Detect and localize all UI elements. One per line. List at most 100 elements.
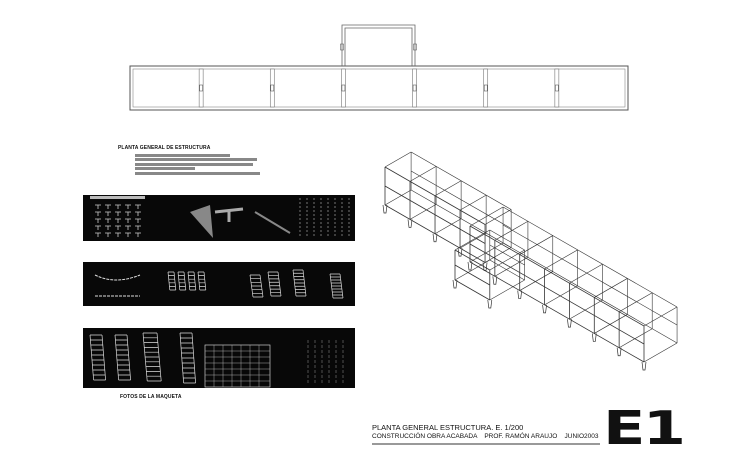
axo-connector-member [454, 279, 490, 301]
axo-upper-block-column-base [432, 233, 438, 243]
axo-connector-member [454, 249, 490, 271]
axo-upper-block-member [409, 166, 437, 182]
plan-title: PLANTA GENERAL DE ESTRUCTURA [118, 145, 211, 151]
axo-lower-block-column-base [641, 361, 647, 371]
plan-column [341, 84, 346, 92]
plan-notes [135, 152, 260, 176]
axo-lower-block-member [519, 271, 553, 291]
plan-frame-line [341, 68, 346, 108]
axo-connector-member [489, 279, 525, 301]
model-t-piece [125, 232, 131, 237]
model-t-piece [105, 218, 111, 223]
model-t-piece [135, 218, 141, 223]
title-block-line-2: CONSTRUCCIÓN OBRA ACABADA PROF. RAMÓN AR… [372, 433, 599, 440]
model-t-piece [115, 211, 121, 216]
model-frame-photo [329, 273, 344, 299]
title-block-line-3 [372, 443, 600, 445]
axo-lower-block-column-base [517, 290, 523, 299]
axo-connector-column-base [452, 279, 458, 289]
axo-lower-block-member [643, 342, 678, 363]
model-frame-photo [89, 334, 106, 381]
model-t-piece [95, 211, 101, 216]
model-photo-strip-2 [83, 262, 355, 306]
axo-lower-block-member [618, 292, 653, 312]
plan-column [270, 84, 275, 92]
axo-upper-block-member [434, 218, 462, 235]
model-t-piece [95, 204, 101, 209]
model-t-piece [105, 225, 111, 230]
axo-connector-column-base [487, 299, 493, 309]
model-frame-photo [114, 334, 131, 381]
plan-upper-volume [341, 24, 416, 66]
axo-lower-block-member [469, 243, 645, 345]
sheet-number: E1 [603, 401, 686, 455]
axo-upper-block-member [459, 232, 487, 249]
plan-frame-line [269, 68, 275, 108]
axo-upper-block-member [434, 180, 462, 197]
axo-connector-member [454, 259, 490, 281]
plan-frame-line [483, 68, 489, 108]
model-t-piece [115, 232, 121, 237]
model-t-piece [95, 232, 101, 237]
title-block-line-1: PLANTA GENERAL ESTRUCTURA. E. 1/200 [372, 423, 524, 432]
plan-column [412, 84, 417, 92]
model-t-piece [135, 211, 141, 216]
axo-lower-block-column-base [591, 333, 597, 342]
axo-lower-block-member [544, 285, 578, 306]
model-frame-photo [249, 274, 264, 298]
model-frame-photo [179, 332, 196, 384]
model-rib-pieces [94, 274, 141, 297]
axo-lower-block-column-base [542, 304, 547, 314]
model-frame-photo [177, 271, 187, 291]
model-t-piece [125, 218, 131, 223]
model-frame-photo [142, 332, 162, 382]
axo-lower-block-member [502, 206, 678, 308]
model-t-piece [105, 211, 111, 216]
model-t-piece [105, 204, 111, 209]
axo-lower-block-column-base [616, 347, 622, 357]
model-frame-photo [187, 271, 197, 291]
axo-lower-block-column-base [492, 276, 498, 285]
model-t-piece [115, 204, 121, 209]
plan-frame-line [412, 68, 417, 108]
model-t-piece [95, 218, 101, 223]
model-t-piece [125, 211, 131, 216]
axo-connector-member [489, 229, 525, 251]
model-t-piece [125, 204, 131, 209]
model-t-piece [125, 225, 131, 230]
axo-connector-member [489, 244, 525, 266]
model-t-piece [135, 204, 141, 209]
model-t-piece [95, 225, 101, 230]
axo-lower-block-member [469, 261, 645, 363]
axo-connector-member [454, 264, 490, 286]
model-piece [90, 196, 145, 199]
axo-upper-block-member [484, 209, 512, 225]
axo-upper-block-member [459, 194, 487, 211]
axo-lower-block-member [469, 225, 645, 327]
axo-lower-block-member [569, 263, 603, 284]
model-piece [190, 205, 213, 238]
axo-upper-block-member [384, 151, 412, 168]
plan-frame-line [554, 68, 560, 108]
axo-connector-member [454, 229, 490, 251]
axo-upper-block-member [409, 204, 437, 220]
model-frame-photo [204, 344, 271, 388]
axo-lower-block-member [494, 257, 529, 277]
plan-column [413, 43, 417, 51]
axo-lower-block-member [469, 242, 504, 263]
plan-column [199, 84, 203, 92]
axo-lower-block-member [569, 299, 603, 320]
plan-column [483, 84, 488, 92]
model-frame-photo [197, 271, 207, 291]
plan-outer-wall [129, 65, 629, 111]
plan-inner-wall [132, 68, 626, 108]
plan-column [555, 84, 559, 92]
model-t-piece [115, 218, 121, 223]
axo-lower-block-column-base [467, 261, 473, 271]
axo-lower-block-member [469, 206, 504, 227]
axo-connector-member [489, 249, 525, 271]
model-t-piece-large [214, 207, 244, 222]
model-frame-grid [205, 345, 270, 387]
